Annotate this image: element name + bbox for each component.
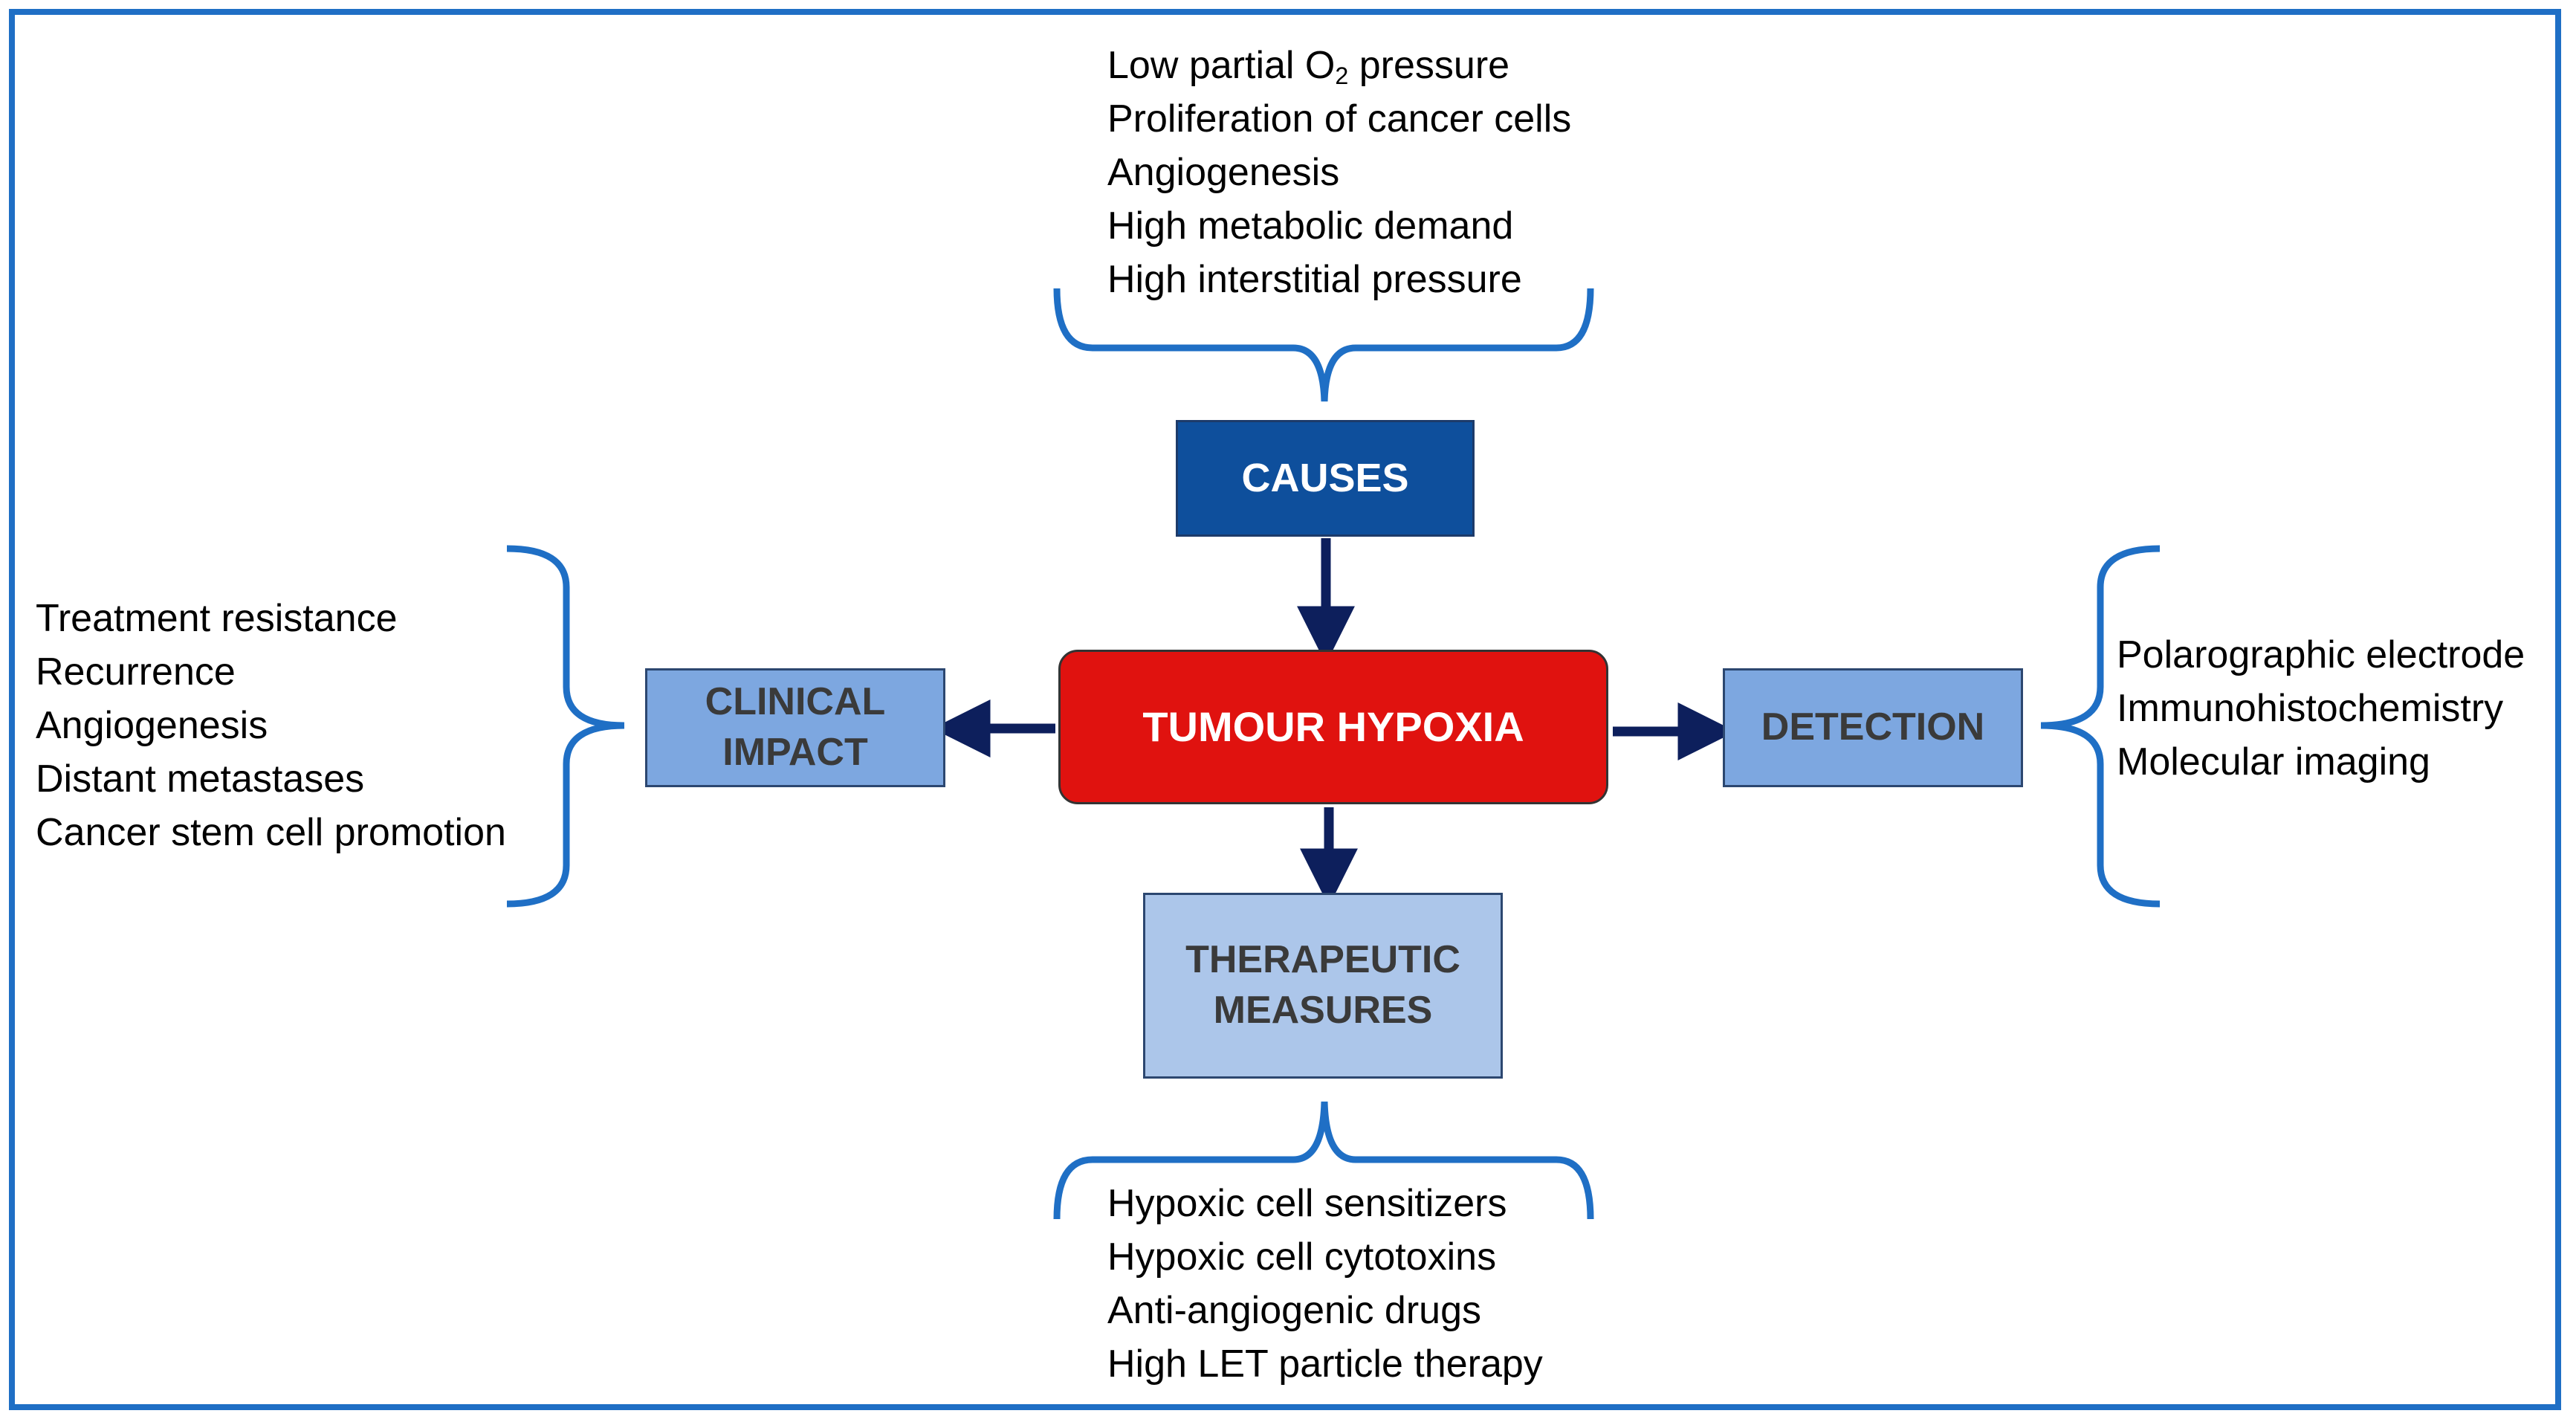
detection-list: Polarographic electrode Immunohistochemi… — [2117, 628, 2525, 789]
brace-clinical — [506, 545, 625, 908]
clinical-item: Treatment resistance — [36, 597, 398, 640]
causes-item: High interstitial pressure — [1107, 258, 1522, 301]
clinical-label-line1: CLINICAL — [705, 680, 886, 724]
clinical-impact-list: Treatment resistance Recurrence Angiogen… — [36, 592, 506, 859]
clinical-item: Recurrence — [36, 650, 236, 694]
detection-item: Molecular imaging — [2117, 740, 2430, 783]
therapy-item: High LET particle therapy — [1107, 1342, 1543, 1386]
therapy-item: Anti-angiogenic drugs — [1107, 1289, 1481, 1332]
therapeutic-measures-box: THERAPEUTIC MEASURES — [1143, 893, 1503, 1079]
clinical-item: Distant metastases — [36, 757, 365, 801]
detection-item: Polarographic electrode — [2117, 633, 2525, 676]
brace-detection — [2040, 545, 2161, 908]
therapy-item: Hypoxic cell sensitizers — [1107, 1182, 1507, 1225]
detection-label: DETECTION — [1761, 705, 1985, 749]
detection-box: DETECTION — [1723, 668, 2023, 787]
clinical-label-line2: IMPACT — [722, 731, 868, 774]
brace-causes — [1053, 288, 1594, 402]
therapy-item: Hypoxic cell cytotoxins — [1107, 1235, 1497, 1279]
causes-item: Proliferation of cancer cells — [1107, 97, 1572, 140]
clinical-impact-box: CLINICAL IMPACT — [645, 668, 945, 787]
causes-item: Low partial O2 pressure — [1107, 44, 1510, 90]
causes-label: CAUSES — [1241, 456, 1409, 501]
therapy-label-line1: THERAPEUTIC — [1185, 938, 1460, 982]
tumour-hypoxia-box: TUMOUR HYPOXIA — [1058, 650, 1608, 804]
causes-item: Angiogenesis — [1107, 151, 1340, 194]
causes-list: Low partial O2 pressure Proliferation of… — [1107, 39, 1571, 306]
detection-item: Immunohistochemistry — [2117, 687, 2504, 730]
diagram-frame — [9, 9, 2561, 1410]
causes-box: CAUSES — [1176, 420, 1475, 537]
clinical-item: Angiogenesis — [36, 704, 268, 747]
therapeutic-measures-list: Hypoxic cell sensitizers Hypoxic cell cy… — [1107, 1177, 1543, 1391]
center-label: TUMOUR HYPOXIA — [1142, 702, 1524, 750]
brace-therapy — [1053, 1101, 1594, 1220]
clinical-item: Cancer stem cell promotion — [36, 811, 506, 854]
causes-item: High metabolic demand — [1107, 204, 1514, 248]
therapy-label-line2: MEASURES — [1213, 989, 1433, 1032]
